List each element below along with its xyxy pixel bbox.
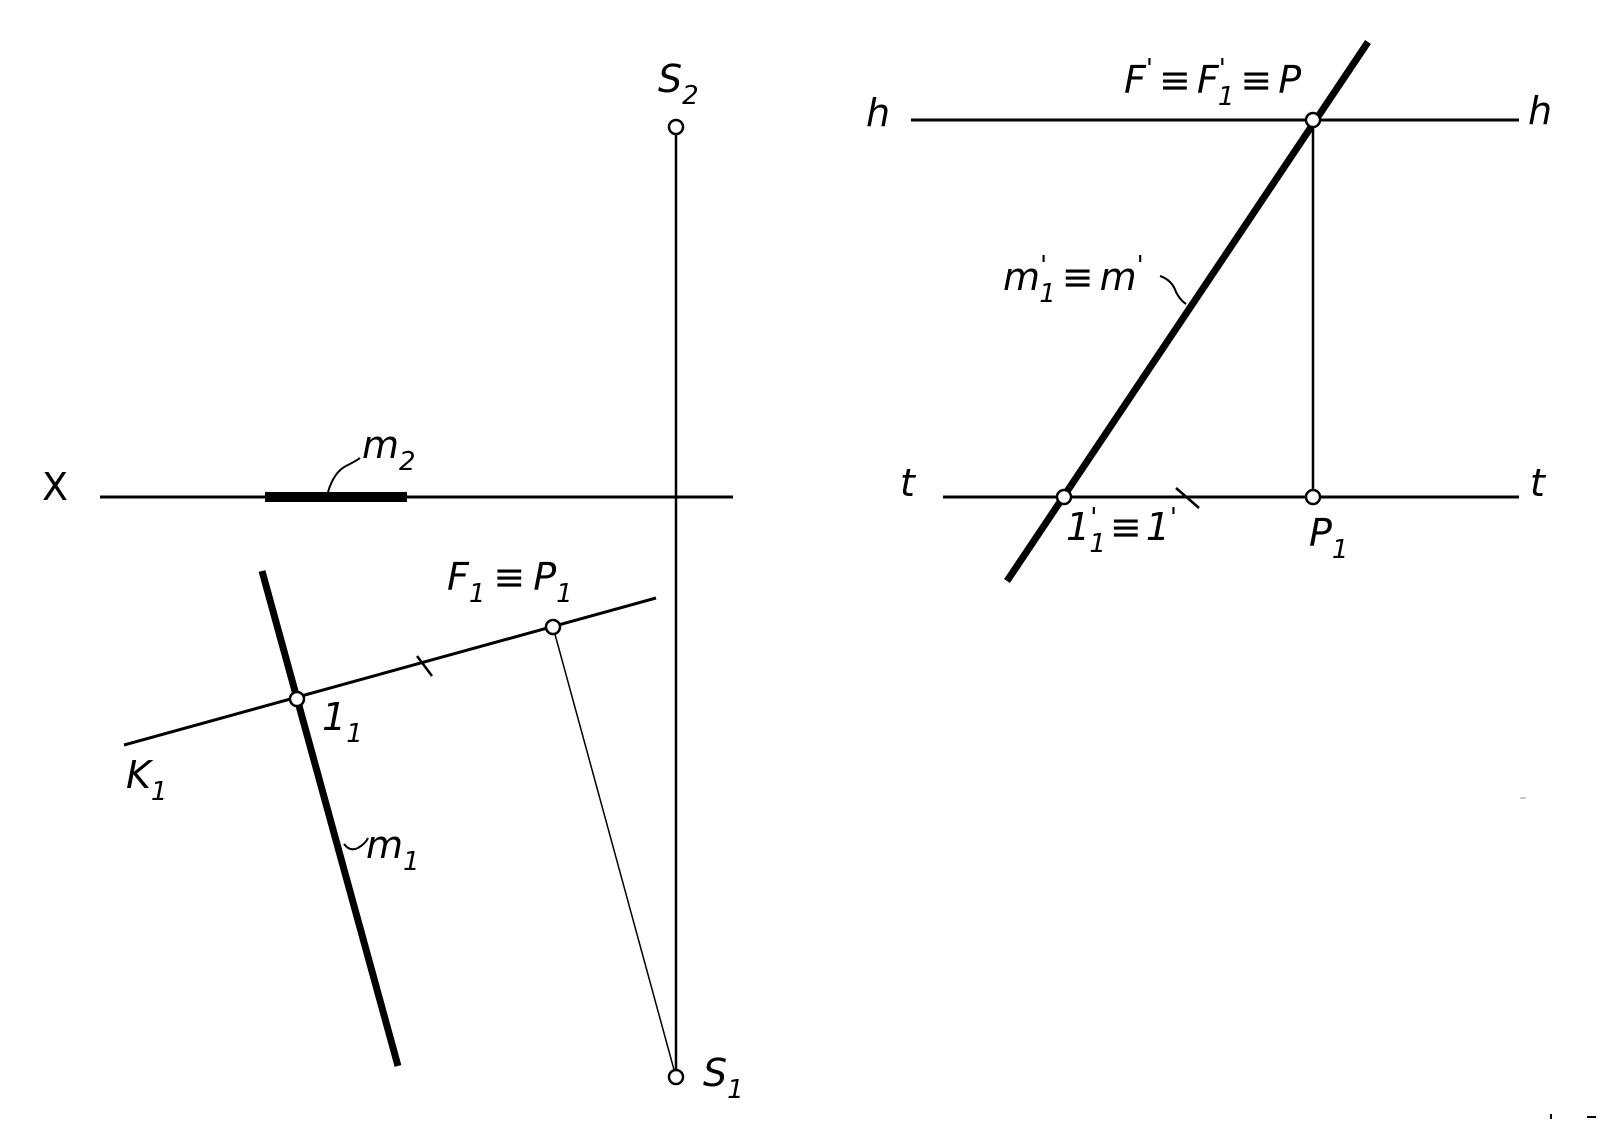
k1-tick [416, 655, 433, 677]
point-f1-p1 [544, 618, 562, 636]
point-p1-right [1304, 488, 1322, 506]
point-1-prime [1055, 488, 1073, 506]
label-m1: m1 [366, 823, 420, 877]
label-s2: S2 [658, 57, 699, 111]
point-1-1 [288, 690, 306, 708]
label-f-prime-eq: F'≡F'1≡P [1124, 54, 1301, 112]
label-f1-p1: F1≡P1 [447, 555, 573, 609]
label-1-1: 11 [322, 695, 363, 749]
t-tick [1175, 487, 1200, 509]
m1-leader [343, 837, 369, 851]
m2-leader [327, 457, 361, 493]
point-s2 [667, 118, 685, 136]
label-t-right: t [1530, 461, 1547, 505]
m-prime-leader [1159, 275, 1187, 305]
label-h-right: h [1528, 89, 1552, 133]
label-m2: m2 [362, 423, 416, 477]
label-k1: K1 [126, 753, 167, 807]
label-t-left: t [900, 461, 917, 505]
point-s1 [667, 1068, 685, 1086]
point-f-prime [1304, 111, 1322, 129]
k1-line [123, 596, 657, 747]
label-1-prime-eq: 1'1≡1' [1066, 503, 1177, 559]
label-m1-prime-eq: m'1≡m' [1003, 251, 1144, 309]
m1-line [258, 570, 402, 1067]
label-h-left: h [866, 91, 890, 135]
label-s1: S1 [703, 1051, 744, 1105]
label-p1-right: P1 [1309, 511, 1348, 565]
label-x-axis: X [42, 465, 68, 509]
f1-s1-line [552, 626, 677, 1078]
